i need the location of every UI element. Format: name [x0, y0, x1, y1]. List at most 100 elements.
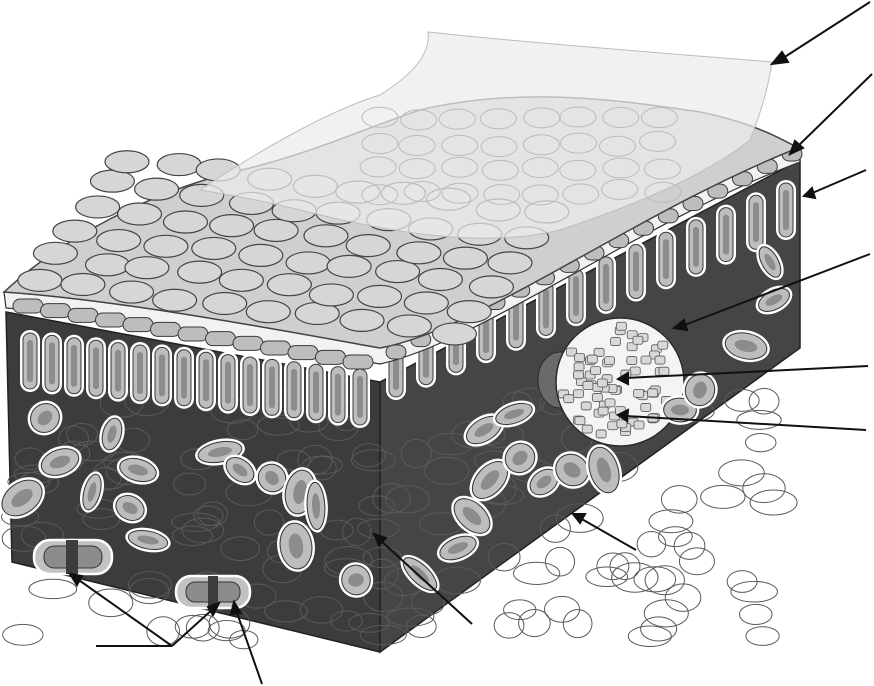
palisade-cell	[686, 217, 706, 277]
palisade-cell	[776, 180, 796, 240]
vein-cell	[604, 357, 614, 365]
surface-cell	[267, 274, 311, 296]
surface-cell	[418, 268, 462, 290]
palisade-cell	[596, 254, 616, 314]
surface-cell	[33, 242, 77, 264]
vein-cell	[598, 407, 608, 415]
surface-cell	[86, 254, 130, 276]
air-space-outline	[649, 510, 693, 533]
air-space-outline	[674, 532, 705, 559]
palisade-cell	[262, 356, 282, 418]
surface-cell	[125, 257, 169, 279]
vein-cell	[658, 341, 668, 349]
vein-cell	[659, 367, 669, 375]
surface-cell	[469, 276, 513, 298]
surface-cell	[164, 211, 208, 233]
surface-cell	[254, 219, 298, 241]
air-space-outline	[637, 532, 666, 557]
surface-cell	[97, 230, 141, 252]
vein-cell	[581, 402, 591, 410]
epidermis-cell	[343, 355, 373, 369]
surface-cell	[432, 323, 476, 345]
leader-palisade	[810, 170, 866, 194]
surface-cell	[76, 196, 120, 218]
palisade-cell	[108, 340, 128, 402]
palisade-cell	[284, 359, 304, 421]
surface-cell	[346, 235, 390, 257]
vein-cell	[592, 393, 602, 401]
palisade-cell	[64, 335, 84, 397]
surface-cell	[246, 301, 290, 323]
vein-cell	[630, 367, 640, 375]
leader-spongy	[580, 518, 636, 550]
air-space-outline	[612, 563, 658, 592]
vein-cell	[608, 422, 618, 430]
vein-cell	[582, 425, 592, 433]
air-space-outline	[513, 562, 559, 584]
epidermis-cell	[151, 322, 181, 336]
air-space-outline	[679, 548, 714, 575]
surface-cell	[118, 203, 162, 225]
air-space-outline	[749, 388, 779, 414]
vein-cell	[583, 381, 593, 389]
epidermis-cell	[233, 336, 263, 350]
surface-cell	[358, 285, 402, 307]
epidermis-cell	[386, 345, 406, 359]
air-space-outline	[719, 460, 765, 486]
leader-cuticle	[780, 2, 870, 60]
vein-cell	[655, 356, 665, 364]
air-space-outline	[746, 627, 779, 646]
stoma-left	[34, 540, 112, 574]
surface-cell	[404, 292, 448, 314]
air-space-outline	[665, 584, 701, 611]
palisade-cell	[86, 337, 106, 399]
surface-cell	[110, 281, 154, 303]
vein-cell	[575, 417, 585, 425]
surface-cell	[304, 225, 348, 247]
epidermis-cell	[316, 350, 346, 364]
palisade-cell	[196, 349, 216, 411]
palisade-cell	[716, 205, 736, 265]
surface-cell	[447, 301, 491, 323]
surface-cell	[157, 154, 201, 176]
epidermis-cell	[261, 341, 291, 355]
surface-cell	[90, 170, 134, 192]
surface-cell	[397, 242, 441, 264]
surface-cell	[203, 292, 247, 314]
vein-cell	[627, 357, 637, 365]
palisade-cell	[20, 330, 40, 392]
surface-cell	[219, 269, 263, 291]
vein-cell	[596, 430, 606, 438]
vein-cell	[616, 322, 626, 330]
surface-cell	[192, 237, 236, 259]
vein-cell	[611, 338, 621, 346]
palisade-cell	[306, 361, 326, 423]
surface-cell	[387, 315, 431, 337]
surface-cell	[210, 215, 254, 237]
surface-cell	[18, 269, 62, 291]
vein-cell	[564, 395, 574, 403]
air-space-outline	[745, 434, 775, 452]
vein-cell	[587, 355, 597, 363]
palisade-cell	[152, 344, 172, 406]
vein-cell	[641, 356, 651, 364]
epidermis-cell	[41, 304, 71, 318]
air-space-outline	[743, 474, 785, 503]
vein-cell	[641, 403, 651, 411]
vein-cell	[648, 389, 658, 397]
vein-cell	[575, 354, 585, 362]
palisade-cell	[218, 352, 238, 414]
surface-cell	[61, 273, 105, 295]
air-space-outline	[597, 553, 629, 580]
vein-cell	[605, 399, 615, 407]
vein-cell	[634, 421, 644, 429]
surface-cell	[309, 284, 353, 306]
air-space-outline	[29, 579, 77, 598]
palisade-cell	[656, 229, 676, 289]
palisade-cell	[350, 366, 370, 428]
air-space-outline	[739, 604, 772, 624]
air-space-outline	[494, 613, 524, 639]
palisade-cell	[746, 192, 766, 252]
epidermis-cell	[288, 346, 318, 360]
